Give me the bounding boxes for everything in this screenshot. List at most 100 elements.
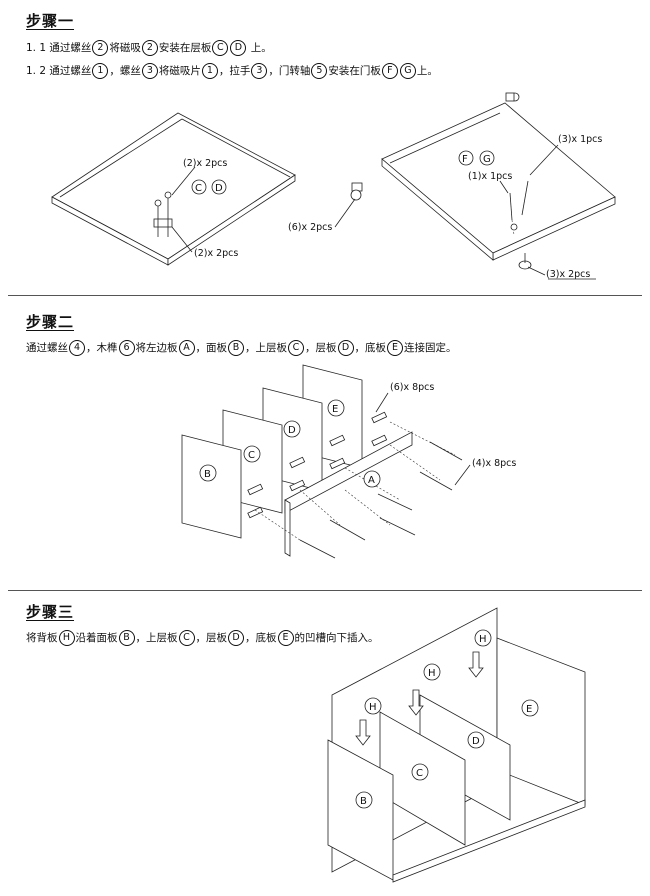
board-letter: B (118, 630, 135, 646)
letter-badge (423, 663, 441, 681)
label-qty: (1)x 1pcs (468, 171, 512, 182)
text: 安装在层板 (158, 42, 212, 54)
part-number: 3 (141, 63, 158, 79)
letter-badge (355, 791, 373, 809)
badge-text: H (428, 668, 436, 679)
step3-title: 步骤三 (26, 603, 75, 621)
text: ，拉手 (218, 65, 251, 77)
badge-text: E (332, 404, 338, 415)
text: ，上层板 (245, 342, 287, 354)
text: ，门转轴 (268, 65, 311, 77)
step2-diagram: E D C B A (6)x 8pcs (4)x 8pcs (181, 364, 516, 559)
badge-text: C (248, 450, 255, 461)
leader-line (334, 198, 356, 228)
text: 安装在门板 (328, 65, 381, 77)
letter-badge (467, 731, 485, 749)
part-number: 6 (118, 340, 135, 356)
screws (254, 421, 463, 559)
board-letter: G (399, 63, 416, 79)
label-qty: (2)x 2pcs (183, 158, 227, 169)
letter-badge (364, 697, 382, 715)
board-letter: H (58, 630, 75, 646)
text: 上。 (247, 42, 272, 54)
badge-text: G (483, 154, 491, 165)
board-letter: B (228, 340, 244, 356)
label-qty: (2)x 2pcs (194, 248, 238, 259)
text: ，木榫 (86, 342, 118, 354)
text: 1. 1 通过螺丝 (26, 42, 92, 54)
board-letter: D (337, 340, 354, 356)
leader-line (499, 180, 509, 194)
board-letter: A (178, 340, 195, 356)
board-letter: D (228, 630, 244, 646)
text: ，层板 (305, 342, 337, 354)
shelf-board-cd (51, 112, 296, 266)
label-qty: (3)x 2pcs (546, 269, 590, 280)
badge-text: F (462, 154, 468, 165)
step3-diagram: H H H E D C B (327, 607, 586, 883)
leader-line (171, 226, 193, 253)
text: 将左边板 (135, 342, 178, 354)
part-number: 1 (201, 63, 218, 79)
leader-line (529, 144, 559, 176)
hinge-pivot (505, 92, 520, 102)
badge-text: E (526, 704, 532, 715)
badge-text: A (368, 475, 375, 486)
text: ，层板 (195, 632, 228, 644)
letter-badge (521, 699, 539, 717)
hinge-pivot-left (350, 182, 363, 201)
handle-knob (518, 253, 532, 270)
letter-badge (211, 179, 227, 195)
badge-text: C (195, 183, 202, 194)
badge-text: C (416, 768, 423, 779)
board-b (181, 434, 242, 539)
part-number: 4 (69, 340, 85, 356)
part-number: 5 (311, 63, 328, 79)
label-qty: (6)x 8pcs (390, 382, 434, 393)
text: ，面板 (195, 342, 228, 354)
letter-badge (458, 150, 474, 166)
leader-line (527, 266, 546, 276)
cabinet-body (327, 607, 586, 883)
magnet-catch (153, 191, 173, 237)
board-letter: C (178, 630, 195, 646)
text: ，螺丝 (109, 65, 141, 77)
text: 的凹槽向下插入。 (294, 632, 379, 644)
letter-badge (363, 470, 381, 488)
letter-badge (327, 399, 345, 417)
leader-line (171, 166, 196, 196)
section-divider (8, 295, 642, 296)
badge-text: H (369, 702, 377, 713)
text: ，底板 (354, 342, 387, 354)
text: 连接固定。 (404, 342, 457, 354)
badge-text: H (479, 634, 487, 645)
badge-text: D (215, 183, 223, 194)
board-letter: C (288, 340, 304, 356)
text: ，上层板 (135, 632, 178, 644)
door-board-fg (381, 102, 616, 261)
text: 将背板 (26, 632, 58, 644)
board-letter: E (277, 630, 294, 646)
board-letter: D (230, 40, 247, 56)
text: 将磁吸片 (158, 65, 201, 77)
letter-badge (411, 763, 429, 781)
letter-badge (283, 420, 301, 438)
label-qty: (3)x 1pcs (558, 134, 602, 145)
badge-text: B (360, 796, 367, 807)
text: 沿着面板 (75, 632, 118, 644)
board-a (284, 431, 413, 557)
label-qty: (4)x 8pcs (472, 458, 516, 469)
board-letter: E (387, 340, 403, 356)
part-number: 3 (251, 63, 268, 79)
step2-title: 步骤二 (26, 313, 75, 331)
text: 通过螺丝 (26, 342, 68, 354)
letter-badge (479, 150, 495, 166)
screw-group (509, 180, 529, 236)
leader-line (454, 464, 471, 486)
leader-line (375, 392, 389, 413)
text: ，底板 (245, 632, 277, 644)
badge-text: D (288, 425, 296, 436)
